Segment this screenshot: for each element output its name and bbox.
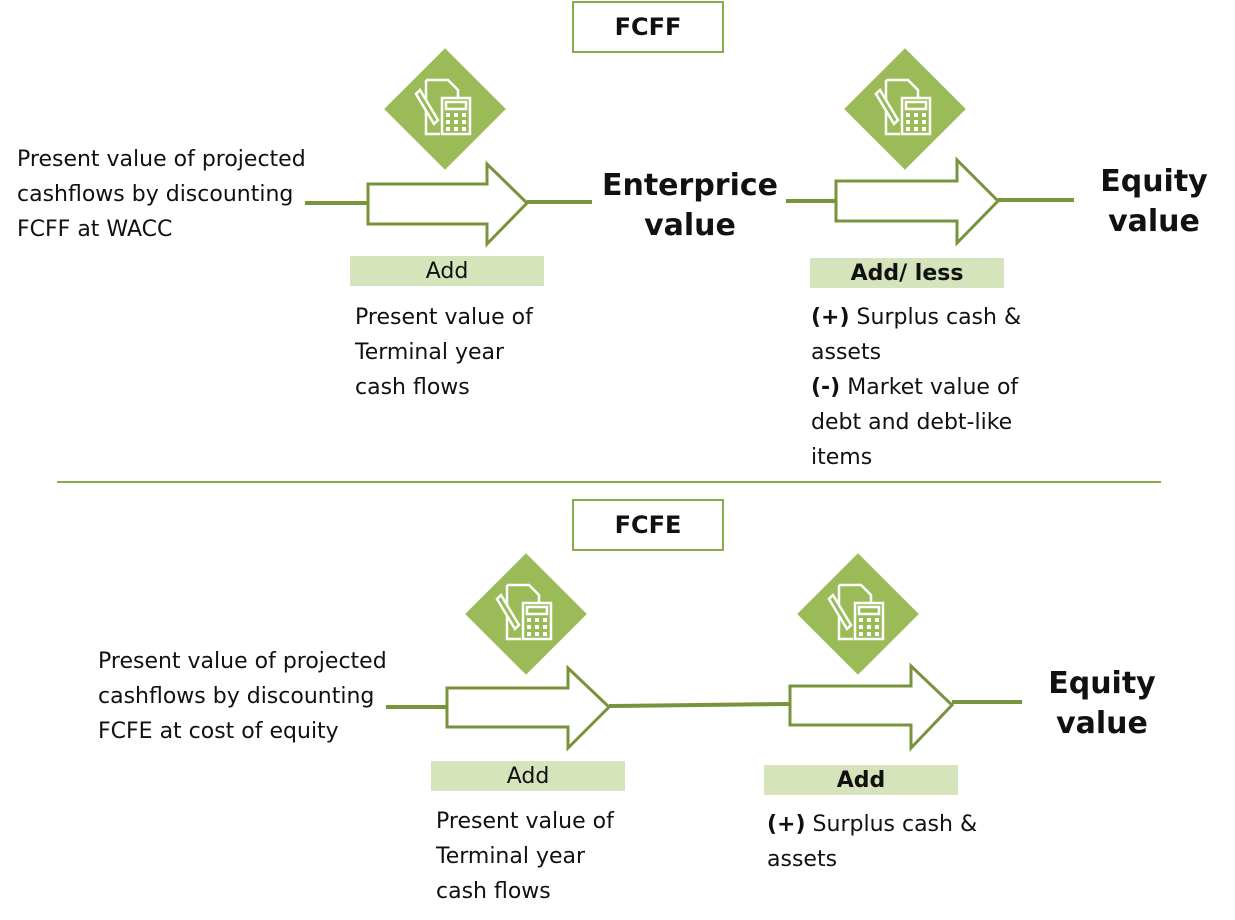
fcff-terminal-line: cash flows [355,375,470,400]
fcff-title: FCFF [572,1,724,53]
calculator-document-icon [384,48,506,170]
equity-value-line: value [1108,204,1200,239]
adjust-minus-line-1: (-) Market value of [811,370,1021,405]
fcff-add-less-label: Add/ less [810,258,1004,288]
fcfe-adjust-plus-line-2: assets [767,847,838,872]
fcfe-source-line: cashflows by discounting [98,684,375,709]
adjust-plus-line-1: (+) Surplus cash & [811,300,1021,335]
fcfe-title: FCFE [572,499,724,551]
fcff-terminal-text: Present value of Terminal year cash flow… [355,300,533,405]
fcff-source-line: Present value of projected [17,147,306,172]
fcfe-add-label-2: Add [764,765,958,795]
plus-sign: (+) [767,812,806,837]
fcff-source-line: FCFF at WACC [17,217,173,242]
adjust-plus-line-2: assets [811,340,882,365]
fcff-terminal-line: Terminal year [355,340,505,365]
fcfe-source-text: Present value of projected cashflows by … [98,644,387,749]
fcff-add-label: Add [350,256,544,286]
equity-value-line: Equity [1048,666,1156,701]
minus-sign: (-) [811,375,841,400]
fcff-source-text: Present value of projected cashflows by … [17,142,306,247]
fcfe-terminal-line: Terminal year [436,844,586,869]
fcff-equity-value-node: Equity value [1080,162,1228,242]
enterprise-value-node: Enterprice value [600,166,780,246]
fcfe-line-mid [608,702,791,708]
adjust-plus-text: Surplus cash & [805,812,978,837]
section-divider [57,481,1161,483]
fcfe-terminal-line: Present value of [436,809,614,834]
adjust-plus-text: Surplus cash & [849,305,1022,330]
calculator-document-icon [465,553,587,675]
fcff-terminal-line: Present value of [355,305,533,330]
calculator-document-icon [844,48,966,170]
fcff-arrow-1 [366,160,530,248]
adjust-minus-line-3: items [811,445,873,470]
fcfe-adjust-plus-line-1: (+) Surplus cash & [767,807,977,842]
fcff-adjustments: (+) Surplus cash & assets (-) Market val… [811,300,1021,475]
fcfe-terminal-line: cash flows [436,879,551,904]
adjust-minus-line-2: debt and debt-like [811,410,1013,435]
fcfe-adjustments: (+) Surplus cash & assets [767,807,977,877]
fcfe-terminal-text: Present value of Terminal year cash flow… [436,804,614,909]
equity-value-line: Equity [1100,164,1208,199]
adjust-minus-text: Market value of [840,375,1019,400]
fcff-arrow-2 [834,156,1001,247]
fcfe-add-label: Add [431,761,625,791]
calculator-document-icon [797,553,919,675]
fcfe-arrow-2 [788,662,955,752]
fcfe-source-line: FCFE at cost of equity [98,719,339,744]
fcff-source-line: cashflows by discounting [17,182,294,207]
equity-value-line: value [1056,706,1148,741]
fcfe-source-line: Present value of projected [98,649,387,674]
enterprise-value-line: value [644,208,736,243]
fcfe-arrow-1 [445,664,612,752]
plus-sign: (+) [811,305,850,330]
fcfe-equity-value-node: Equity value [1028,664,1176,744]
enterprise-value-line: Enterprice [601,168,778,203]
